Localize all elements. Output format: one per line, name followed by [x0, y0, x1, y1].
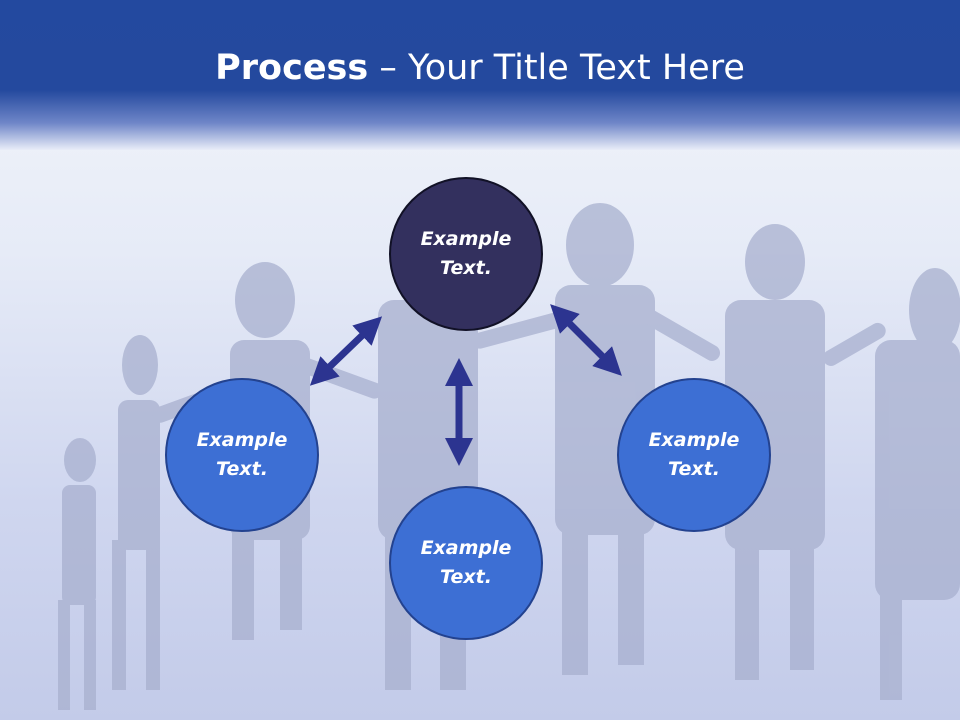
center-node: Example Text. [389, 177, 543, 331]
bottom-node: Example Text. [389, 486, 543, 640]
title-rest: – Your Title Text Here [368, 48, 745, 88]
right-node: Example Text. [617, 378, 771, 532]
arrow-center-left [309, 316, 383, 386]
page-title: Process – Your Title Text Here [0, 48, 960, 88]
center-node-label: Example Text. [420, 228, 512, 279]
arrow-center-right [550, 304, 622, 376]
title-bold: Process [215, 48, 369, 88]
title-banner [0, 0, 960, 150]
left-node: Example Text. [165, 378, 319, 532]
left-node-label: Example Text. [196, 429, 288, 480]
paper-people-background [58, 203, 960, 710]
bottom-node-label: Example Text. [420, 537, 512, 588]
right-node-label: Example Text. [648, 429, 740, 480]
